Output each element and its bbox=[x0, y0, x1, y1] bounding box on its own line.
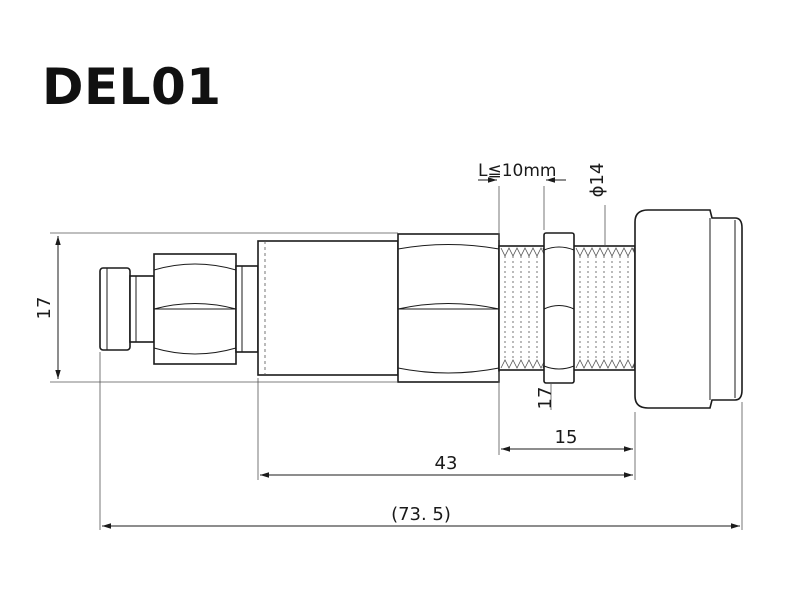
dim-thread-diameter: ϕ14 bbox=[587, 163, 608, 246]
dim-body-length: 43 bbox=[260, 453, 633, 478]
dim-height-nut-label: 17 bbox=[535, 387, 556, 410]
dim-height-left: 17 bbox=[34, 232, 398, 383]
dim-thread-diameter-label: ϕ14 bbox=[587, 163, 608, 198]
extension-lines bbox=[99, 352, 743, 530]
small-hex-nut bbox=[153, 253, 237, 365]
dim-total-length-label: (73. 5) bbox=[391, 504, 451, 525]
dim-thread-length-label: 15 bbox=[555, 427, 578, 448]
dim-panel-thickness-label: L≦10mm bbox=[478, 161, 556, 181]
dim-panel-thickness: L≦10mm bbox=[478, 161, 566, 240]
dim-height-nut: 17 bbox=[535, 383, 556, 410]
thread-top bbox=[500, 247, 546, 257]
thread-top bbox=[575, 247, 637, 257]
collar bbox=[235, 265, 259, 353]
dim-total-length: (73. 5) bbox=[102, 504, 740, 529]
thread-bottom bbox=[500, 359, 546, 369]
panel-nut bbox=[543, 232, 575, 384]
main-body bbox=[257, 240, 399, 376]
dim-body-length-label: 43 bbox=[435, 453, 458, 474]
large-hex-nut bbox=[397, 233, 500, 383]
dim-thread-length: 15 bbox=[501, 427, 633, 452]
push-in-fitting bbox=[99, 267, 155, 351]
thread-bottom bbox=[575, 359, 637, 369]
dim-height-left-label: 17 bbox=[34, 297, 55, 320]
end-cap bbox=[634, 209, 743, 409]
part-title: DEL01 bbox=[42, 58, 222, 116]
